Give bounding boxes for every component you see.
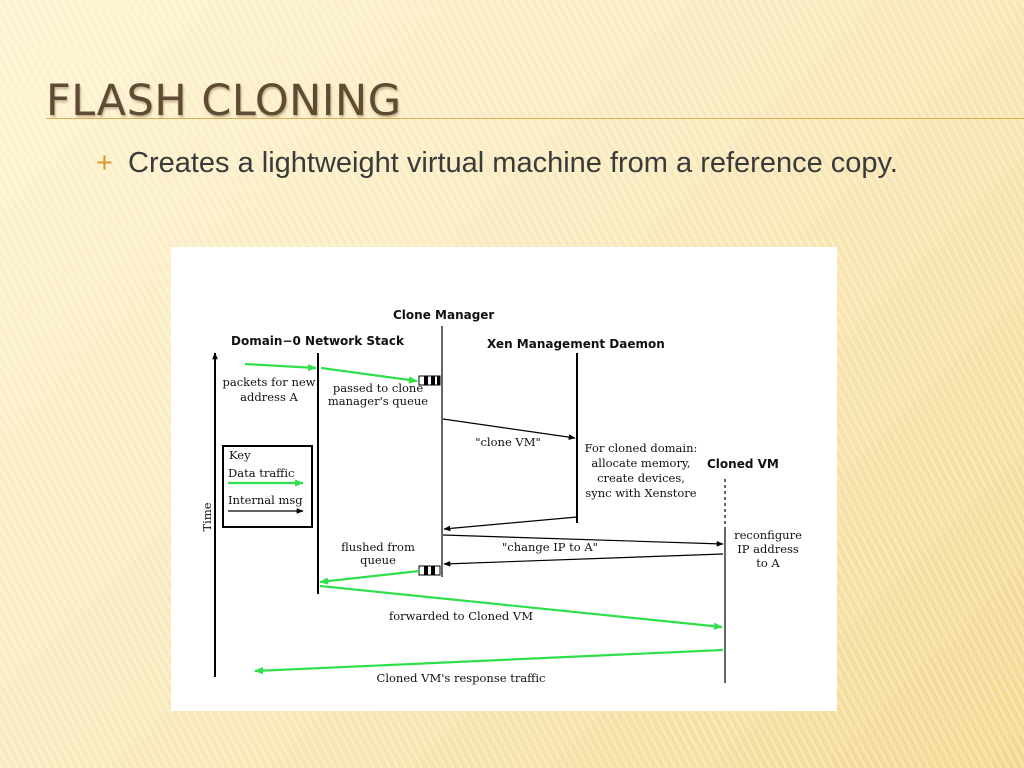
- flushed-label-line1: flushed from: [341, 540, 415, 554]
- flushed-label-line2: queue: [360, 553, 396, 567]
- arrow-xen-reply: [443, 516, 578, 532]
- time-label: Time: [200, 502, 214, 531]
- legend-title: Key: [229, 448, 251, 462]
- change-ip-msg-label: "change IP to A": [502, 540, 598, 554]
- arrow-to-clone-manager: [320, 366, 418, 384]
- response-label: Cloned VM's response traffic: [377, 671, 546, 685]
- xen-daemon-header: Xen Management Daemon: [487, 337, 665, 351]
- xen-label-line1: For cloned domain:: [585, 441, 698, 455]
- cloned-vm-header: Cloned VM: [707, 457, 779, 471]
- sequence-diagram-svg: Domain−0 Network Stack Clone Manager Xen…: [200, 308, 802, 685]
- network-stack-header: Domain−0 Network Stack: [231, 334, 405, 348]
- xen-label-line4: sync with Xenstore: [585, 486, 696, 500]
- passed-label-line1: passed to clone: [333, 381, 423, 395]
- arrow-ip-ack: [443, 553, 724, 567]
- legend-key: Key Data traffic Internal msg: [222, 445, 313, 528]
- bullet-plus-icon: +: [96, 147, 113, 179]
- slide-title: FLASH CLONING: [46, 76, 402, 126]
- clone-vm-msg-label: "clone VM": [475, 435, 541, 449]
- clone-manager-header: Clone Manager: [393, 308, 494, 322]
- arrow-flushed: [319, 569, 420, 585]
- arrow-response: [254, 648, 724, 675]
- title-underline: [46, 118, 1024, 119]
- arrow-incoming-packets: [244, 362, 317, 372]
- bullet-text: Creates a lightweight virtual machine fr…: [128, 147, 898, 179]
- packets-label-line1: packets for new: [223, 375, 316, 389]
- legend-internal-label: Internal msg: [228, 493, 303, 507]
- arrow-change-ip-msg: [442, 534, 724, 547]
- legend-data-label: Data traffic: [228, 466, 294, 480]
- forwarded-label: forwarded to Cloned VM: [389, 609, 533, 623]
- queue-icon-top: [418, 375, 441, 386]
- reconfigure-label-line3: to A: [756, 556, 780, 570]
- queue-icon-bottom: [418, 565, 441, 576]
- xen-label-line3: create devices,: [597, 471, 685, 485]
- arrow-forwarded: [319, 584, 723, 630]
- sequence-diagram: Domain−0 Network Stack Clone Manager Xen…: [171, 247, 837, 711]
- passed-label-line2: manager's queue: [328, 394, 428, 408]
- arrow-clone-vm-msg: [442, 418, 576, 440]
- xen-label-line2: allocate memory,: [591, 456, 690, 470]
- packets-label-line2: address A: [240, 390, 298, 404]
- reconfigure-label-line1: reconfigure: [734, 528, 802, 542]
- reconfigure-label-line2: IP address: [737, 542, 799, 556]
